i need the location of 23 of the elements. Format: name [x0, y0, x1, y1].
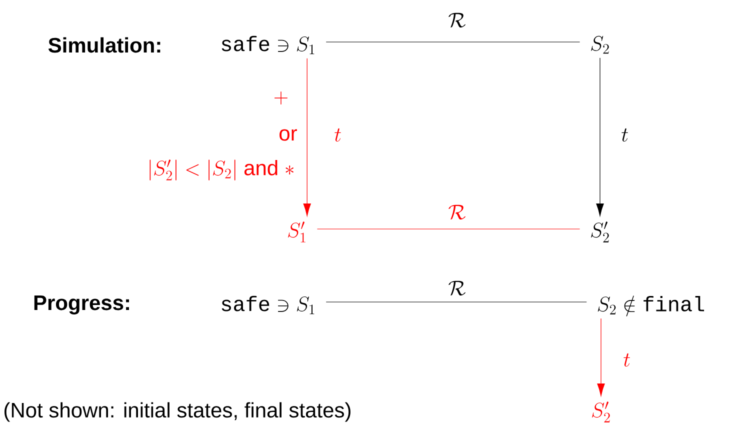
state-label: $S_2'$ — [592, 402, 610, 422]
relation-line — [316, 228, 580, 230]
state-label: $S_2 \notin \mathtt{final}$ — [598, 296, 704, 316]
edge-label: $t$ — [624, 353, 630, 367]
transition-arrow — [303, 58, 311, 216]
section-heading: Simulation: — [48, 37, 160, 53]
transition-arrow — [597, 318, 605, 396]
state-label: $\mathtt{safe} \ni S_1$ — [222, 36, 314, 54]
condition-label: or — [280, 129, 297, 141]
note-text: (Not shown: initial states, final states) — [4, 402, 350, 422]
condition-label: $+$ — [274, 92, 288, 104]
state-label: $S_2'$ — [591, 222, 609, 242]
state-label: $S_2$ — [591, 36, 609, 54]
edge-label: $t$ — [334, 128, 341, 142]
edge-label: $\mathcal{R}$ — [448, 204, 466, 220]
edge-label: $\mathcal{R}$ — [448, 12, 466, 28]
condition-label: $|S_2'| < |S_2| \mbox{ and } *$ — [150, 160, 294, 180]
transition-arrow — [596, 58, 604, 216]
edge-label: $t$ — [622, 128, 628, 142]
state-label: $\mathtt{safe} \ni S_1$ — [222, 296, 314, 314]
state-label: $S_1'$ — [288, 222, 306, 242]
edge-label: $\mathcal{R}$ — [448, 280, 466, 296]
section-heading: Progress: — [34, 296, 129, 314]
